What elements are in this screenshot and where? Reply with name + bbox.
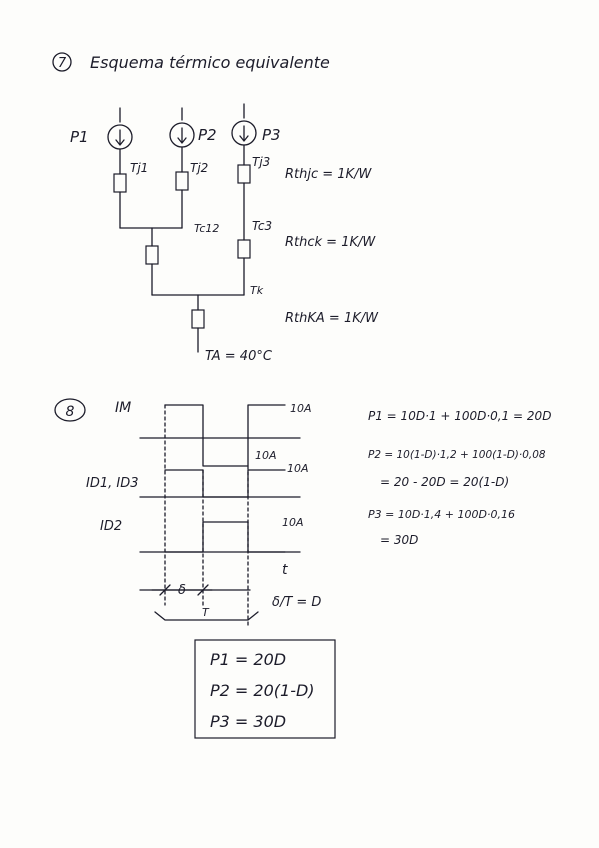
rth-jc-1-resistor — [113, 173, 127, 193]
source-branch-2 — [169, 107, 195, 229]
rth-jc-3-resistor — [237, 164, 251, 184]
source-3-power-label: P3 — [262, 126, 281, 144]
source-2-junction-label: Tj2 — [190, 161, 208, 175]
rth-ka-label: RthKA = 1K/W — [285, 311, 379, 326]
problem7-number: 7 — [58, 56, 67, 71]
heatsink-node-label: Tk — [250, 284, 264, 297]
time-markers — [151, 404, 259, 626]
source-1-power-label: P1 — [70, 128, 89, 146]
rth-ck-label: Rthck = 1K/W — [285, 235, 376, 250]
rth-ck-12-resistor — [145, 245, 159, 265]
time-axis-label: t — [282, 562, 288, 578]
waveform-id2-label: ID2 — [100, 519, 122, 534]
case-node-3-label: Tc3 — [252, 219, 272, 233]
waveform-im-low-amplitude: 10A — [255, 449, 277, 462]
case-node-12-label: Tc12 — [194, 222, 219, 235]
waveform-id2-amplitude: 10A — [282, 516, 304, 529]
case-node-12 — [119, 227, 183, 296]
equation-p3-result: = 30D — [380, 533, 418, 547]
equation-p1: P1 = 10D·1 + 100D·0,1 = 20D — [368, 409, 551, 423]
equation-p3: P3 = 10D·1,4 + 100D·0,16 — [368, 508, 515, 521]
problem7-number-circle — [52, 52, 72, 72]
delta-label: δ — [178, 583, 186, 598]
source-2-power-label: P2 — [198, 126, 217, 144]
waveform-id1-id3-amplitude: 10A — [287, 462, 309, 475]
source-3-junction-label: Tj3 — [252, 155, 270, 169]
duty-cycle-label: δ/T = D — [272, 595, 321, 610]
waveform-im-label: IM — [115, 400, 131, 416]
result-p3: P3 = 30D — [210, 712, 286, 731]
problem8-number-circle — [54, 398, 86, 422]
waveform-im-amplitude: 10A — [290, 402, 312, 415]
waveform-im — [139, 404, 301, 467]
source-1-junction-label: Tj1 — [130, 161, 148, 175]
problem7-title: Esquema térmico equivalente — [90, 53, 330, 72]
result-p2: P2 = 20(1-D) — [210, 681, 315, 700]
waveform-id2 — [139, 521, 301, 553]
rth-ck-3-resistor — [237, 239, 251, 259]
rth-jc-label: Rthjc = 1K/W — [285, 167, 372, 182]
ambient-label: TA = 40°C — [205, 349, 273, 364]
equation-p2: P2 = 10(1-D)·1,2 + 100(1-D)·0,08 — [368, 449, 546, 461]
rth-ka-resistor — [191, 309, 205, 329]
result-p1: P1 = 20D — [210, 650, 286, 669]
equation-p2-result: = 20 - 20D = 20(1-D) — [380, 475, 509, 489]
results-box — [194, 639, 336, 739]
rth-jc-2-resistor — [175, 171, 189, 191]
period-label: T — [202, 606, 210, 619]
source-branch-3 — [231, 103, 257, 296]
waveform-id1-id3 — [139, 469, 301, 498]
waveform-id1-id3-label: ID1, ID3 — [86, 476, 139, 491]
source-branch-1 — [107, 107, 133, 229]
heatsink-node — [151, 294, 245, 353]
problem8-number: 8 — [66, 404, 75, 420]
